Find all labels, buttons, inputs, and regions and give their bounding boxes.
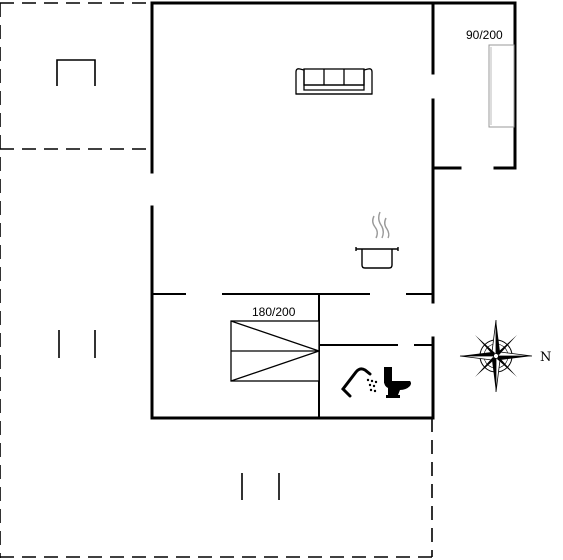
single-bed: 90/200 bbox=[466, 28, 515, 128]
single-bed-label: 90/200 bbox=[466, 28, 503, 42]
walls bbox=[150, 1, 517, 420]
terrace-outline bbox=[0, 2, 433, 558]
double-bed-label: 180/200 bbox=[252, 305, 296, 319]
compass-rose-icon bbox=[459, 319, 533, 393]
north-label: N bbox=[540, 350, 551, 365]
cooking-pot-icon bbox=[355, 211, 399, 269]
double-bed: 180/200 bbox=[230, 305, 320, 382]
toilet-icon bbox=[384, 367, 411, 398]
shower-icon bbox=[341, 367, 378, 398]
terrace-chair-icon bbox=[56, 59, 280, 500]
sofa-icon bbox=[295, 68, 373, 95]
